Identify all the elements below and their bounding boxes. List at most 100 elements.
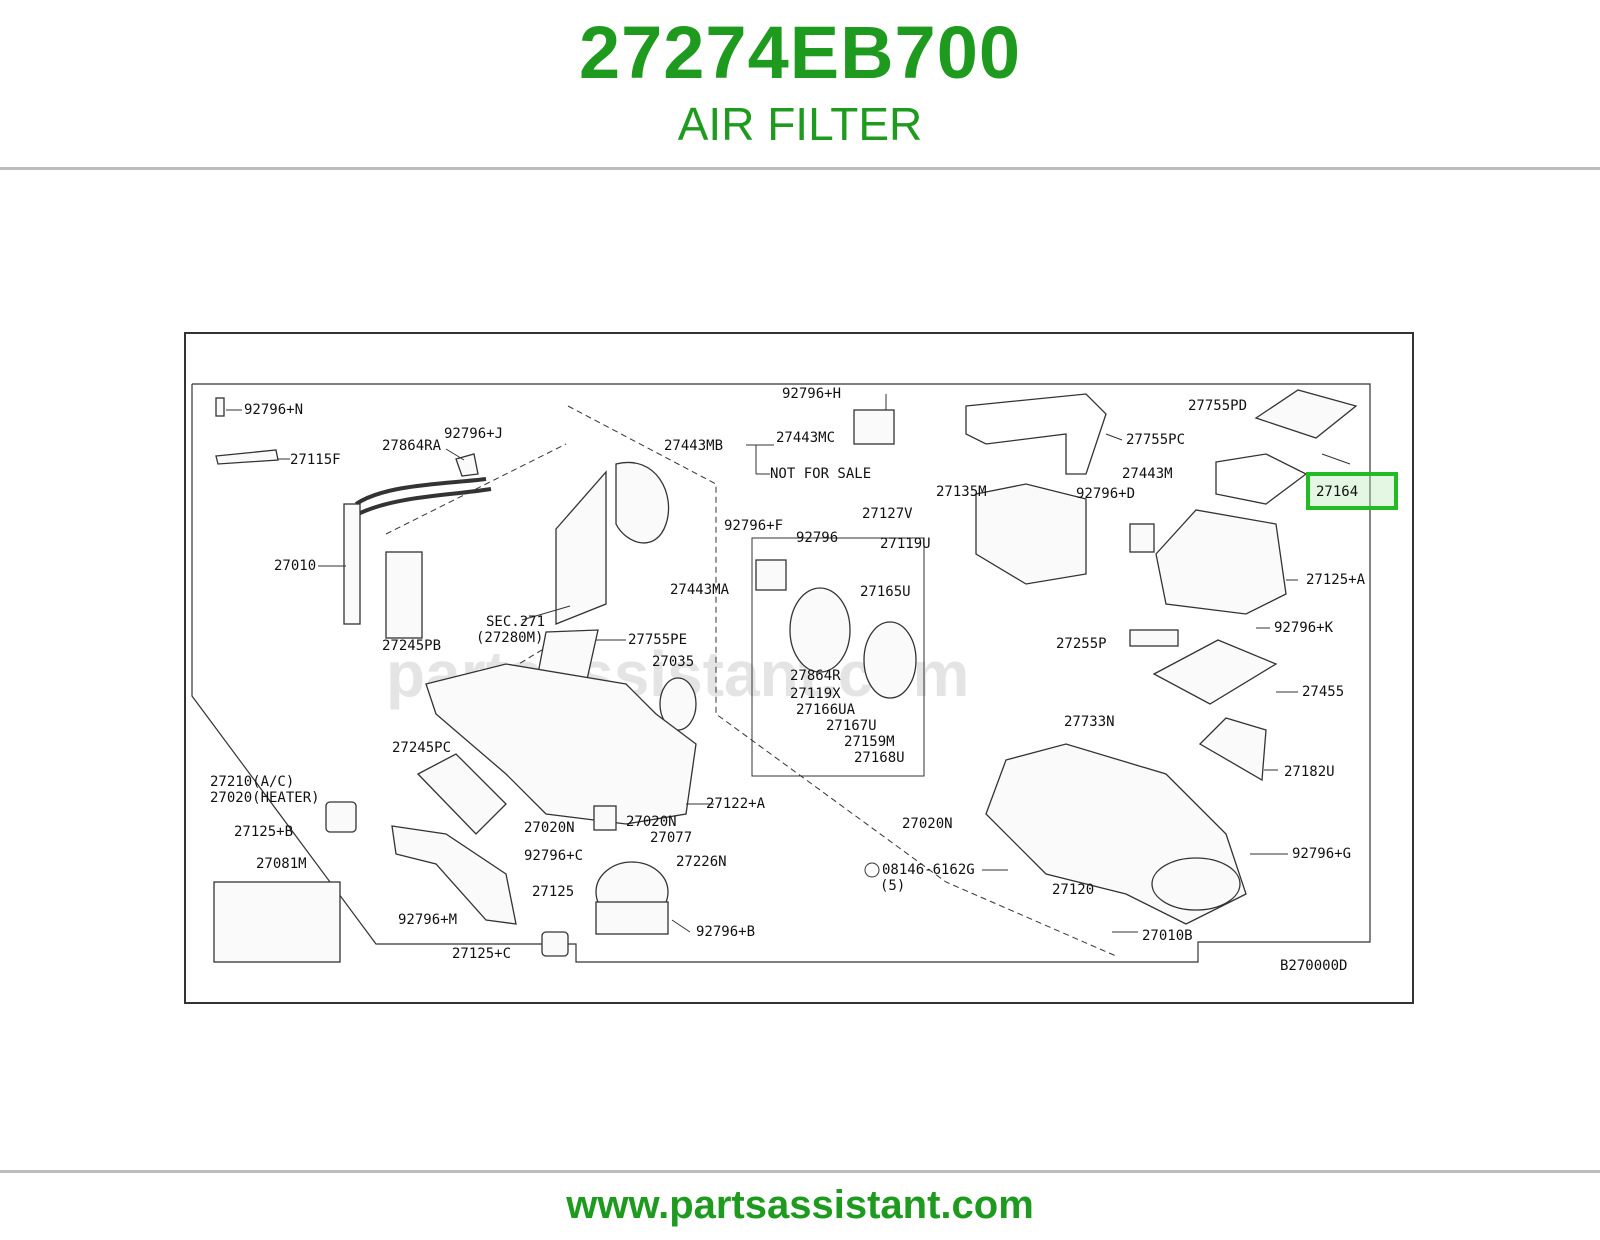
label-27255P: 27255P: [1056, 636, 1107, 652]
label-27864R: 27864R: [790, 668, 841, 684]
label-27226N: 27226N: [676, 854, 727, 870]
label-27119U: 27119U: [880, 536, 931, 552]
label-27182U: 27182U: [1284, 764, 1335, 780]
label-27443MA: 27443MA: [670, 582, 730, 598]
label-27135M: 27135M: [936, 484, 987, 500]
leader-lines: [226, 394, 1351, 933]
label-92796N: 92796+N: [244, 402, 303, 418]
label-92796H: 92796+H: [782, 386, 841, 402]
label-27245PB: 27245PB: [382, 638, 441, 654]
label-92796B: 92796+B: [696, 924, 755, 940]
label-27120: 27120: [1052, 882, 1094, 898]
mode-plate-shape: [789, 587, 851, 673]
label-27125A: 27125+A: [1306, 572, 1366, 588]
label-plate-shape: [213, 881, 341, 963]
label-27159M: 27159M: [844, 734, 895, 750]
label-27167U: 27167U: [826, 718, 877, 734]
actuator-ma-shape: [755, 559, 787, 591]
blower-base-shape: [595, 901, 669, 935]
label-27165U: 27165U: [860, 584, 911, 600]
pipe-shape: [354, 477, 487, 506]
label-92796F: 92796+F: [724, 518, 783, 534]
clip-shape: [455, 453, 479, 477]
seal-pc-shape: [965, 393, 1107, 475]
bracket-p-shape: [1129, 629, 1179, 647]
actuator-m-shape: [1129, 523, 1155, 553]
duct-shape: [391, 825, 517, 925]
label-27280M: (27280M): [476, 630, 543, 646]
group-outline: [191, 383, 1371, 963]
evaporator-shape: [555, 470, 607, 625]
label-27122A: 27122+A: [706, 796, 766, 812]
label-27035: 27035: [652, 654, 694, 670]
label-27127V: 27127V: [862, 506, 913, 522]
label-27020N-a: 27020N: [524, 820, 575, 836]
label-92796D: 92796+D: [1076, 486, 1135, 502]
label-27733N: 27733N: [1064, 714, 1115, 730]
label-27125C: 27125+C: [452, 946, 511, 962]
label-27125B: 27125+B: [234, 824, 293, 840]
highlight-box-27164[interactable]: [1306, 472, 1398, 510]
air-filter-shape: [1254, 389, 1358, 439]
label-27755PE: 27755PE: [628, 632, 687, 648]
part-name-subtitle: AIR FILTER: [677, 98, 923, 150]
diagram-drawing: partsassistant.com: [191, 383, 1398, 974]
label-27010B: 27010B: [1142, 928, 1193, 944]
label-27210: 27210(A/C): [210, 774, 294, 790]
page-header: 27274EB700 AIR FILTER: [0, 0, 1600, 170]
label-27164[interactable]: 27164: [1316, 484, 1358, 500]
label-27125: 27125: [532, 884, 574, 900]
label-27168U: 27168U: [854, 750, 905, 766]
label-27455: 27455: [1302, 684, 1344, 700]
gasket-c-shape: [541, 931, 569, 957]
evaporator-pipe-shape: [615, 461, 670, 544]
label-sec271: SEC.271: [486, 614, 545, 630]
label-92796G: 92796+G: [1292, 846, 1351, 862]
label-92796J: 92796+J: [444, 426, 503, 442]
fan-scroll-shape: [1151, 857, 1241, 911]
label-27443MC: 27443MC: [776, 430, 835, 446]
bolt-shape: [215, 397, 225, 417]
label-27010: 27010: [274, 558, 316, 574]
label-27115F: 27115F: [290, 452, 341, 468]
filter-455-shape: [1152, 639, 1278, 705]
label-5: (5): [880, 878, 905, 894]
part-shapes: [213, 389, 1358, 963]
label-27443M: 27443M: [1122, 466, 1173, 482]
header-divider: [0, 167, 1600, 170]
lower-housing-shape: [425, 663, 697, 825]
label-92796K: 92796+K: [1274, 620, 1334, 636]
heater-core-shape: [343, 503, 361, 625]
footer-divider: [0, 1170, 1600, 1173]
seal-pd-shape: [1215, 453, 1308, 505]
label-92796: 92796: [796, 530, 838, 546]
actuator-mc-shape: [853, 409, 895, 445]
footer-url[interactable]: www.partsassistant.com: [566, 1183, 1034, 1227]
label-27020: 27020(HEATER): [210, 790, 320, 806]
part-number-title: 27274EB700: [578, 11, 1022, 94]
pipe-shape: [357, 487, 492, 516]
dashed-region-a: [567, 405, 1117, 957]
label-27245PC: 27245PC: [392, 740, 451, 756]
bracket-shape: [215, 449, 279, 465]
label-27755PC: 27755PC: [1126, 432, 1185, 448]
door-pc-shape: [416, 753, 507, 835]
label-92796M: 92796+M: [398, 912, 457, 928]
label-92796C: 92796+C: [524, 848, 583, 864]
label-27166UA: 27166UA: [796, 702, 856, 718]
dashed-region-b: [385, 443, 567, 535]
subassembly-box: [751, 537, 925, 777]
circle-b-icon: [864, 862, 880, 878]
duct-u-shape: [1198, 717, 1267, 782]
gasket-shape: [325, 801, 357, 833]
label-27077: 27077: [650, 830, 692, 846]
label-27864RA: 27864RA: [382, 438, 442, 454]
label-27020N-b: 27020N: [626, 814, 677, 830]
diagram-code: B270000D: [1280, 958, 1347, 974]
resistor-shape: [593, 805, 617, 831]
label-08146: 08146-6162G: [882, 862, 975, 878]
link-plate-shape: [863, 621, 917, 699]
label-27081M: 27081M: [256, 856, 307, 872]
label-27119X: 27119X: [790, 686, 841, 702]
parts-diagram: partsassistant.com: [184, 332, 1414, 1004]
